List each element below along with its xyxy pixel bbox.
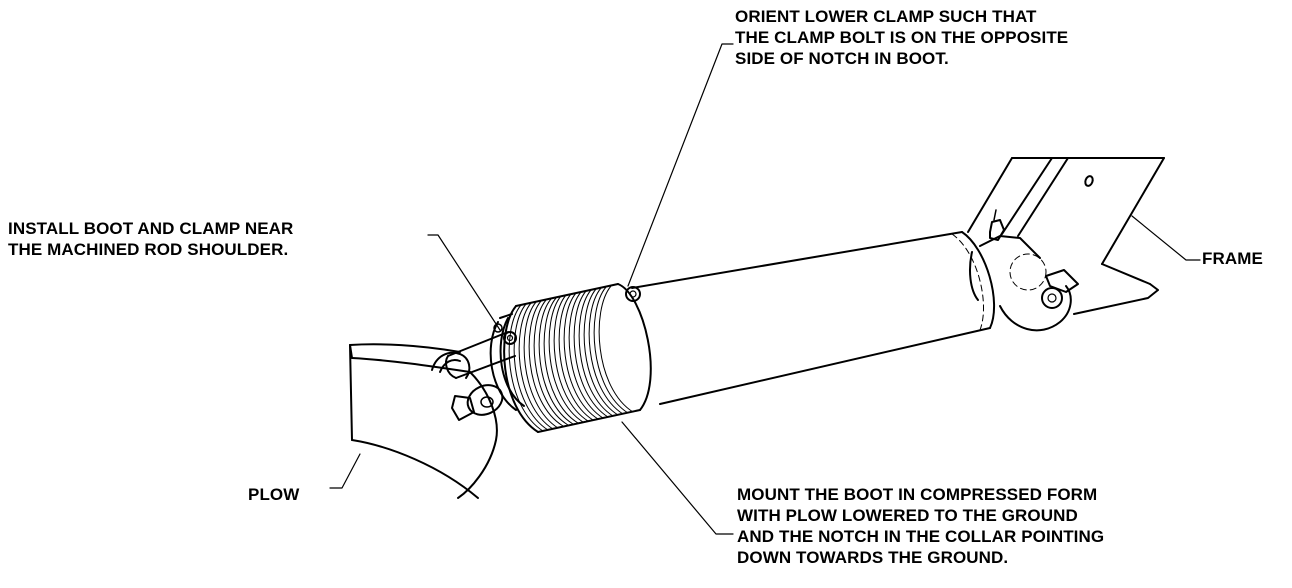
callout-line: ORIENT LOWER CLAMP SUCH THAT: [735, 7, 1037, 26]
callout-line: THE MACHINED ROD SHOULDER.: [8, 240, 289, 259]
callout-line: AND THE NOTCH IN THE COLLAR POINTING: [737, 527, 1105, 546]
plow-bracket: [349, 343, 498, 499]
bellows-ribs: [508, 285, 634, 432]
frame-bracket: [967, 157, 1165, 315]
callout-line: WITH PLOW LOWERED TO THE GROUND: [737, 506, 1078, 525]
callout-line: MOUNT THE BOOT IN COMPRESSED FORM: [737, 485, 1098, 504]
callout-orient-lower-clamp: ORIENT LOWER CLAMP SUCH THAT THE CLAMP B…: [735, 6, 1068, 69]
callout-plow: PLOW: [248, 485, 300, 504]
bellows-boot: [503, 283, 652, 433]
callout-line: INSTALL BOOT AND CLAMP NEAR: [8, 219, 294, 238]
callout-line: THE CLAMP BOLT IS ON THE OPPOSITE: [735, 28, 1069, 47]
callout-line: SIDE OF NOTCH IN BOOT.: [735, 49, 949, 68]
callout-install-boot: INSTALL BOOT AND CLAMP NEAR THE MACHINED…: [8, 218, 293, 260]
callout-mount-boot: MOUNT THE BOOT IN COMPRESSED FORM WITH P…: [737, 484, 1104, 568]
callout-line: DOWN TOWARDS THE GROUND.: [737, 548, 1009, 567]
leader-lines: [329, 43, 1201, 535]
callout-frame: FRAME: [1202, 249, 1263, 268]
cylinder-barrel: [631, 231, 995, 405]
plow-pin-bolt: [451, 384, 504, 421]
